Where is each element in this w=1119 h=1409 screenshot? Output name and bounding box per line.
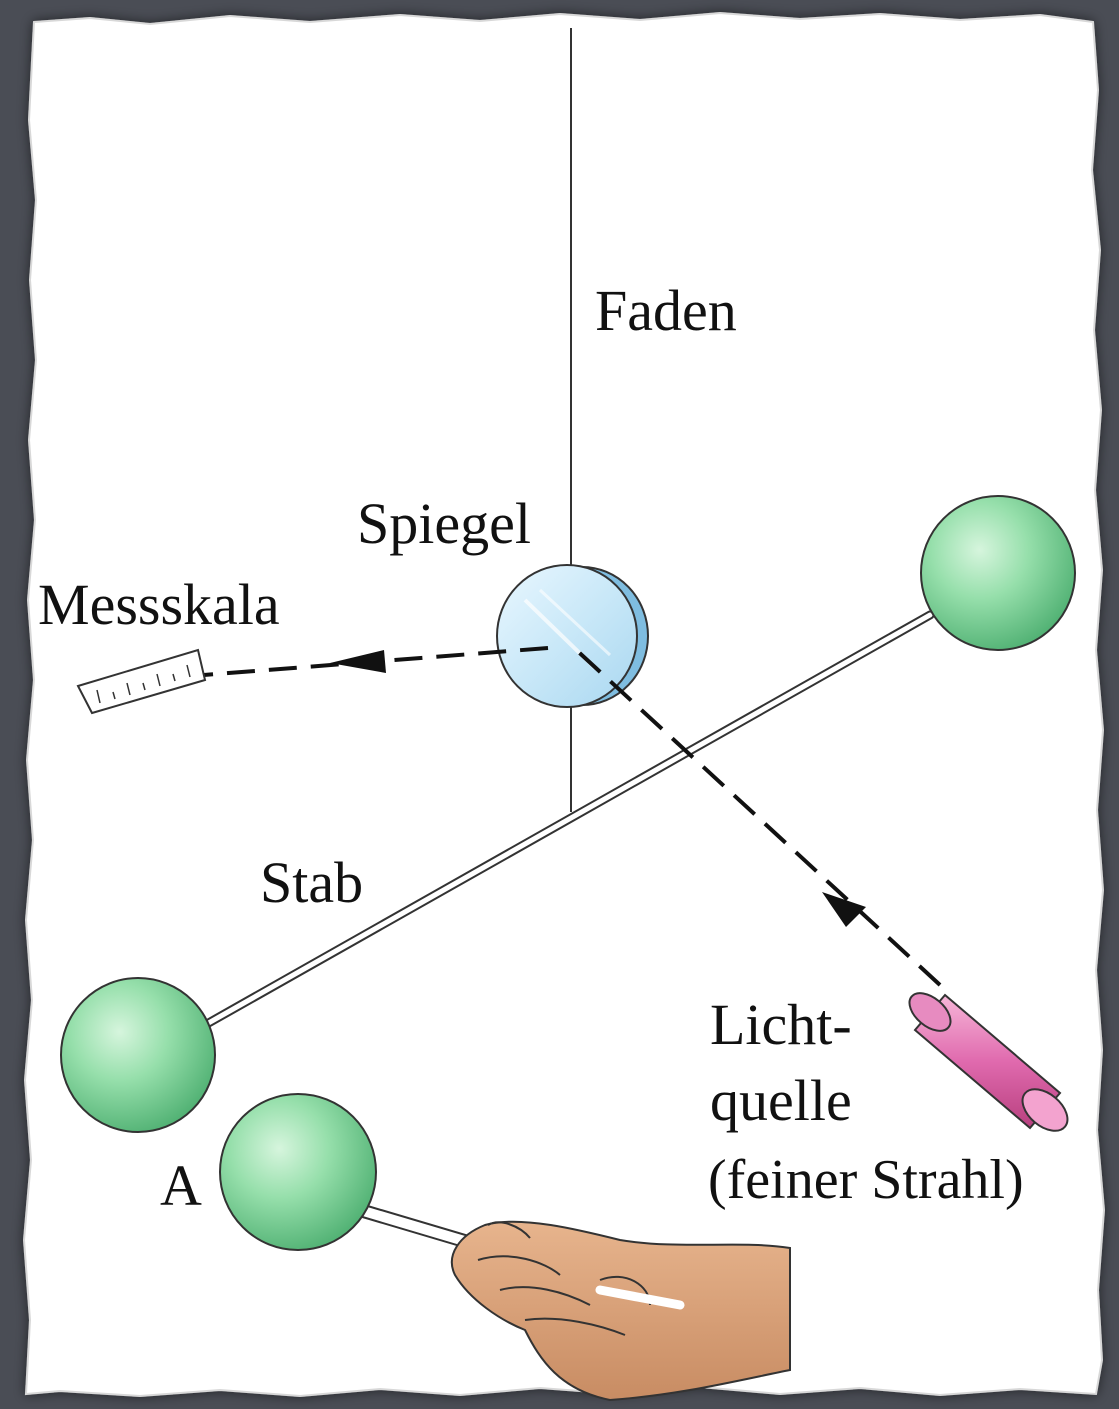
measuring-scale bbox=[76, 648, 207, 715]
label-lichtquelle-line2: quelle bbox=[710, 1068, 852, 1133]
label-lichtquelle-line3: (feiner Strahl) bbox=[708, 1149, 1024, 1211]
label-messskala: Messskala bbox=[38, 572, 280, 637]
label-lichtquelle-line1: Licht- bbox=[710, 992, 852, 1057]
reflected-beam-arrow bbox=[330, 650, 386, 673]
ball-a bbox=[219, 1093, 377, 1251]
reflected-beam bbox=[139, 646, 549, 682]
label-faden: Faden bbox=[595, 278, 737, 343]
label-stab: Stab bbox=[260, 850, 363, 915]
hand bbox=[450, 1220, 791, 1402]
label-spiegel: Spiegel bbox=[357, 491, 531, 556]
ball-left bbox=[60, 977, 216, 1133]
ball-right bbox=[920, 495, 1076, 651]
label-ball-a: A bbox=[160, 1153, 202, 1218]
light-source bbox=[908, 992, 1069, 1132]
mirror bbox=[496, 564, 649, 708]
incoming-beam-arrow bbox=[822, 892, 866, 927]
